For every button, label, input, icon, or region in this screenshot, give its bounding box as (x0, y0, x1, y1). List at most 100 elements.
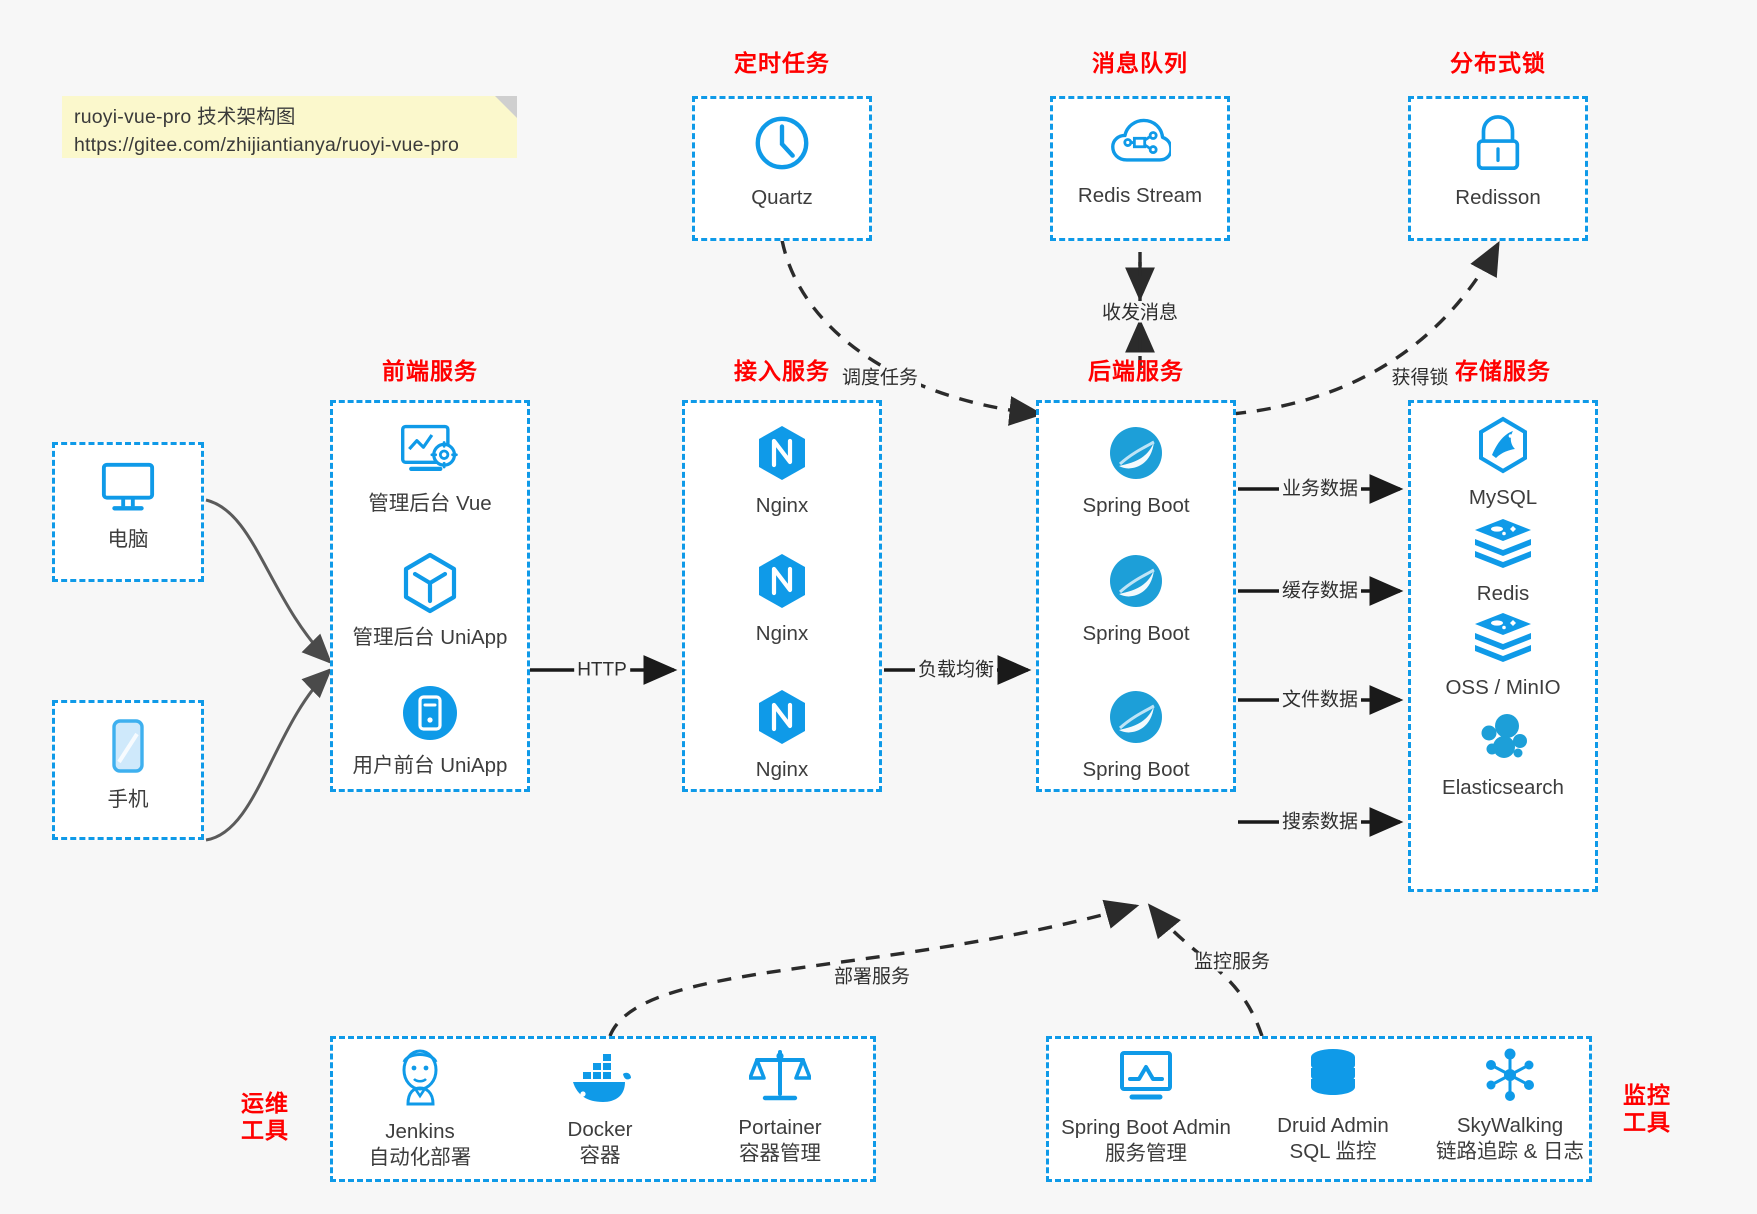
node-redis-stream[interactable]: Redis Stream (1070, 114, 1210, 209)
group-title-message-queue: 消息队列 (1092, 50, 1188, 76)
spring-boot-icon (1107, 424, 1165, 487)
node-quartz[interactable]: Quartz (712, 112, 852, 211)
group-title-gateway: 接入服务 (734, 358, 830, 384)
node-oss-minio[interactable]: OSS / MinIO (1418, 612, 1588, 701)
node-label: OSS / MinIO (1445, 676, 1561, 699)
node-mysql[interactable]: MySQL (1418, 416, 1588, 511)
node-label: SkyWalking (1456, 1114, 1564, 1137)
scales-icon (748, 1046, 812, 1109)
node-label: Spring Boot (1082, 622, 1190, 645)
edge-label-load-balance: 负载均衡 (914, 660, 998, 680)
node-spring-boot-1[interactable]: Spring Boot (1046, 424, 1226, 519)
oss-minio-icon (1473, 612, 1533, 669)
jenkins-icon (388, 1046, 452, 1113)
node-label: Elasticsearch (1442, 776, 1564, 799)
edge-label-acquire-lock: 获得锁 (1388, 368, 1452, 388)
node-spring-boot-admin[interactable]: Spring Boot Admin 服务管理 (1050, 1050, 1242, 1167)
node-jenkins[interactable]: Jenkins 自动化部署 (340, 1046, 500, 1171)
edge-label-cache-data: 缓存数据 (1278, 581, 1362, 601)
edge-label-file-data: 文件数据 (1278, 690, 1362, 710)
edge-label-business-data: 业务数据 (1278, 479, 1362, 499)
skywalking-icon (1481, 1048, 1539, 1107)
node-label: Redisson (1455, 186, 1541, 209)
node-druid-admin[interactable]: Druid Admin SQL 监控 (1248, 1048, 1418, 1165)
cloud-network-icon (1109, 114, 1173, 177)
node-label: Druid Admin (1277, 1114, 1389, 1137)
node-nginx-2[interactable]: Nginx (692, 552, 872, 647)
node-label: Nginx (755, 494, 809, 517)
node-label: 电脑 (107, 528, 149, 551)
node-nginx-1[interactable]: Nginx (692, 424, 872, 519)
group-storage (1408, 400, 1598, 892)
cube-icon (401, 552, 459, 619)
info-note: ruoyi-vue-pro 技术架构图 https://gitee.com/zh… (62, 96, 517, 158)
edge-label-deploy-service: 部署服务 (830, 967, 914, 987)
node-label: Docker (567, 1118, 633, 1141)
node-label: Spring Boot Admin (1061, 1116, 1231, 1139)
node-sublabel: 自动化部署 (368, 1146, 472, 1170)
node-admin-vue[interactable]: 管理后台 Vue (340, 422, 520, 517)
node-label: 管理后台 Vue (368, 492, 492, 515)
node-spring-boot-3[interactable]: Spring Boot (1046, 688, 1226, 783)
database-icon (1304, 1048, 1362, 1107)
node-label: Nginx (755, 758, 809, 781)
group-title-frontend: 前端服务 (382, 358, 478, 384)
group-title-backend: 后端服务 (1088, 358, 1184, 384)
nginx-icon (755, 688, 809, 751)
docker-icon (567, 1050, 633, 1111)
edge-label-http: HTTP (574, 660, 630, 680)
node-label: Nginx (755, 622, 809, 645)
node-label: Redis (1476, 582, 1530, 605)
node-label: 手机 (107, 788, 149, 811)
node-sublabel: 容器管理 (739, 1142, 821, 1166)
mysql-icon (1475, 416, 1531, 479)
dashboard-settings-icon (398, 422, 462, 485)
elasticsearch-icon (1475, 708, 1531, 769)
node-sublabel: 链路追踪 & 日志 (1435, 1140, 1585, 1164)
monitor-chart-icon (1116, 1050, 1176, 1109)
node-portainer[interactable]: Portainer 容器管理 (700, 1046, 860, 1167)
spring-boot-icon (1107, 552, 1165, 615)
nginx-icon (755, 424, 809, 487)
desktop-icon (97, 460, 159, 521)
node-user-uniapp[interactable]: 用户前台 UniApp (340, 684, 520, 779)
node-label: 用户前台 UniApp (352, 754, 508, 777)
group-title-devops: 运维 工具 (241, 1090, 289, 1144)
node-sublabel: SQL 监控 (1289, 1140, 1377, 1164)
redis-icon (1473, 518, 1533, 575)
group-title-scheduler: 定时任务 (734, 50, 830, 76)
node-desktop[interactable]: 电脑 (72, 460, 184, 553)
node-mobile[interactable]: 手机 (72, 718, 184, 813)
node-redis[interactable]: Redis (1418, 518, 1588, 607)
group-title-monitoring: 监控 工具 (1623, 1082, 1671, 1136)
node-sublabel: 容器 (579, 1144, 621, 1168)
group-title-distributed-lock: 分布式锁 (1450, 50, 1546, 76)
node-spring-boot-2[interactable]: Spring Boot (1046, 552, 1226, 647)
node-label: Spring Boot (1082, 494, 1190, 517)
node-skywalking[interactable]: SkyWalking 链路追踪 & 日志 (1420, 1048, 1600, 1165)
node-elasticsearch[interactable]: Elasticsearch (1418, 708, 1588, 801)
node-label: Quartz (751, 186, 813, 209)
node-label: Jenkins (385, 1120, 455, 1143)
node-label: 管理后台 UniApp (352, 626, 508, 649)
node-docker[interactable]: Docker 容器 (520, 1050, 680, 1169)
clock-icon (751, 112, 813, 179)
edge-label-message-exchange: 收发消息 (1098, 303, 1182, 323)
node-label: Redis Stream (1077, 184, 1203, 207)
lock-icon (1469, 114, 1527, 179)
note-line-title: ruoyi-vue-pro 技术架构图 (74, 106, 296, 128)
note-fold-corner (495, 96, 517, 118)
node-admin-uniapp[interactable]: 管理后台 UniApp (340, 552, 520, 651)
edge-label-search-data: 搜索数据 (1278, 812, 1362, 832)
app-window-icon (401, 684, 459, 747)
node-label: Portainer (738, 1116, 822, 1139)
group-title-storage: 存储服务 (1455, 358, 1551, 384)
node-nginx-3[interactable]: Nginx (692, 688, 872, 783)
nginx-icon (755, 552, 809, 615)
group-monitoring (1046, 1036, 1592, 1182)
node-sublabel: 服务管理 (1105, 1142, 1187, 1166)
edge-label-schedule-task: 调度任务 (838, 368, 922, 388)
node-redisson[interactable]: Redisson (1428, 114, 1568, 211)
spring-boot-icon (1107, 688, 1165, 751)
